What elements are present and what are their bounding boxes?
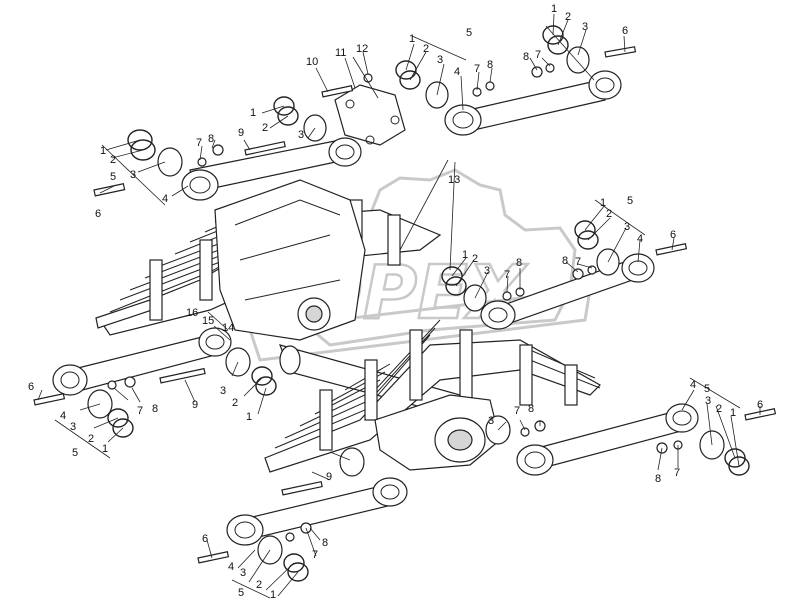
reaction-rod-bottom (226, 477, 408, 546)
callout-6: 6 (622, 25, 628, 37)
callout-11: 11 (335, 47, 346, 59)
callout-3: 3 (582, 21, 588, 33)
callout-9: 9 (326, 471, 332, 483)
callout-2: 2 (256, 579, 262, 591)
callout-9: 9 (192, 399, 198, 411)
callout-3: 3 (70, 421, 76, 433)
callout-8: 8 (152, 403, 158, 415)
callout-8: 8 (516, 257, 522, 269)
callout-7: 7 (504, 269, 510, 281)
callout-5: 5 (704, 383, 710, 395)
callout-7: 7 (474, 63, 480, 75)
leader-lines (37, 13, 761, 599)
bushing-set-top-left (93, 129, 286, 197)
callout-7: 7 (674, 467, 680, 479)
callout-12: 12 (356, 43, 368, 55)
callout-8: 8 (562, 255, 568, 267)
callout-2: 2 (262, 122, 268, 134)
lower-leaf-spring (264, 319, 601, 473)
callout-3: 3 (240, 567, 246, 579)
bushing-set-lower-right (656, 408, 777, 476)
callout-2: 2 (423, 43, 429, 55)
callout-1: 1 (270, 589, 276, 601)
callout-7: 7 (535, 49, 541, 61)
reaction-rod-top-left (181, 137, 362, 201)
callout-1: 1 (551, 3, 557, 15)
callout-2: 2 (606, 208, 612, 220)
callout-3: 3 (298, 129, 304, 141)
callout-1: 1 (462, 249, 468, 261)
callout-6: 6 (670, 229, 676, 241)
callout-8: 8 (528, 403, 534, 415)
callout-9: 9 (238, 127, 244, 139)
callout-4: 4 (637, 233, 643, 245)
callout-3: 3 (220, 385, 226, 397)
callout-1: 1 (100, 145, 106, 157)
callout-5: 5 (466, 27, 472, 39)
callout-6: 6 (28, 381, 34, 393)
callout-6: 6 (202, 533, 208, 545)
callout-8: 8 (322, 537, 328, 549)
callout-7: 7 (137, 405, 143, 417)
bushing-set-lower-center (281, 415, 546, 496)
callout-3: 3 (484, 265, 490, 277)
callout-3: 3 (624, 221, 630, 233)
callout-4: 4 (162, 193, 168, 205)
callout-2: 2 (232, 397, 238, 409)
callout-3: 3 (705, 395, 711, 407)
callout-1: 1 (102, 443, 108, 455)
callout-15: 15 (202, 315, 214, 327)
lower-frame-bracket (374, 394, 501, 471)
reaction-rod-lower-right (516, 403, 699, 476)
callout-3: 3 (437, 54, 443, 66)
callout-7: 7 (312, 549, 318, 561)
callout-3: 3 (488, 415, 494, 427)
callout-4: 4 (228, 561, 234, 573)
callout-1: 1 (409, 33, 415, 45)
callout-2: 2 (472, 253, 478, 265)
callout-8: 8 (487, 59, 493, 71)
bushing-set-center (441, 266, 525, 312)
callout-1: 1 (246, 411, 252, 423)
callout-5: 5 (238, 587, 244, 599)
callout-1: 1 (250, 107, 256, 119)
callout-labels: 1 2 3 4 5 6 7 8 9 1 2 3 10 11 12 1 2 3 4… (28, 3, 763, 601)
reaction-rod-mid-left (52, 327, 232, 396)
callout-1: 1 (600, 197, 606, 209)
callout-8: 8 (523, 51, 529, 63)
callout-2: 2 (110, 154, 116, 166)
callout-2: 2 (565, 11, 571, 23)
reaction-rod-mid-right (480, 253, 655, 330)
callout-5: 5 (72, 447, 78, 459)
callout-8: 8 (208, 133, 214, 145)
callout-6: 6 (95, 208, 101, 220)
callout-4: 4 (690, 379, 696, 391)
callout-2: 2 (716, 403, 722, 415)
rod-bracket-11 (334, 84, 406, 146)
callout-8: 8 (655, 473, 661, 485)
callout-13: 13 (448, 174, 460, 186)
upper-frame-bracket (214, 179, 366, 341)
callout-4: 4 (454, 66, 460, 78)
callout-5: 5 (627, 195, 633, 207)
reaction-rod-top-right (444, 70, 622, 136)
callout-7: 7 (196, 137, 202, 149)
callout-1: 1 (730, 407, 736, 419)
callout-14: 14 (222, 322, 234, 334)
callout-16: 16 (186, 307, 198, 319)
callout-2: 2 (88, 433, 94, 445)
callout-4: 4 (60, 410, 66, 422)
callout-7: 7 (514, 405, 520, 417)
callout-3: 3 (130, 169, 136, 181)
callout-10: 10 (306, 56, 318, 68)
callout-6: 6 (757, 399, 763, 411)
callout-5: 5 (110, 171, 116, 183)
callout-7: 7 (575, 256, 581, 268)
